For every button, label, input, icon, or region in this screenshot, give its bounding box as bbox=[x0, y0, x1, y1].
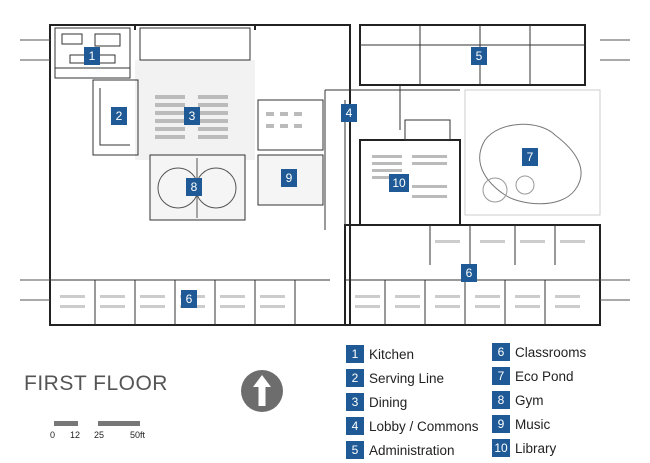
dining-tables bbox=[155, 95, 228, 139]
legend-num: 10 bbox=[492, 439, 510, 457]
west-classrooms bbox=[50, 279, 330, 325]
legend-label: Administration bbox=[369, 442, 455, 458]
administration-rooms bbox=[360, 25, 585, 141]
legend-label: Eco Pond bbox=[515, 368, 574, 384]
legend-label: Lobby / Commons bbox=[369, 418, 479, 434]
legend-num: 9 bbox=[492, 415, 510, 433]
legend-label: Kitchen bbox=[369, 346, 415, 362]
legend-item-kitchen: 1 Kitchen bbox=[346, 344, 414, 364]
floor-plan-drawing bbox=[20, 24, 630, 326]
marker-administration: 5 bbox=[471, 47, 487, 65]
west-wing-outline bbox=[49, 24, 351, 326]
eco-pond-area bbox=[464, 89, 601, 216]
marker-classrooms-west: 6 bbox=[181, 290, 197, 308]
legend-label: Library bbox=[515, 440, 557, 456]
legend-label: Music bbox=[515, 416, 551, 432]
legend-item-dining: 3 Dining bbox=[346, 392, 407, 412]
legend-label: Classrooms bbox=[515, 344, 587, 360]
legend-item-classrooms: 6 Classrooms bbox=[492, 342, 586, 362]
scale-label-25: 25 bbox=[94, 430, 105, 440]
legend-item-administration: 5 Administration bbox=[346, 440, 455, 460]
library-shelves bbox=[372, 155, 447, 198]
legend-item-music: 9 Music bbox=[492, 414, 550, 434]
scale-label-12: 12 bbox=[70, 430, 81, 440]
band-room bbox=[257, 99, 324, 151]
legend-num: 1 bbox=[346, 345, 364, 363]
legend-item-library: 10 Library bbox=[492, 438, 556, 458]
marker-kitchen: 1 bbox=[84, 47, 100, 65]
gym-area bbox=[149, 154, 246, 221]
legend-num: 6 bbox=[492, 343, 510, 361]
marker-eco-pond: 7 bbox=[522, 148, 538, 166]
legend-num: 8 bbox=[492, 391, 510, 409]
legend-num: 5 bbox=[346, 441, 364, 459]
stage bbox=[139, 27, 251, 61]
legend-num: 7 bbox=[492, 367, 510, 385]
marker-lobby-commons: 4 bbox=[341, 104, 357, 122]
marker-dining: 3 bbox=[184, 107, 200, 125]
legend-label: Dining bbox=[369, 394, 408, 410]
legend-item-lobby-commons: 4 Lobby / Commons bbox=[346, 416, 479, 436]
legend-label: Serving Line bbox=[369, 370, 445, 386]
north-arrow-icon bbox=[241, 370, 283, 412]
library-outline bbox=[359, 139, 461, 226]
legend-num: 4 bbox=[346, 417, 364, 435]
legend-item-serving-line: 2 Serving Line bbox=[346, 368, 444, 388]
legend-label: Gym bbox=[515, 392, 544, 408]
scale-bar bbox=[54, 421, 140, 426]
legend-num: 2 bbox=[346, 369, 364, 387]
administration-wing-outline bbox=[359, 24, 586, 86]
serving-line-area bbox=[92, 79, 139, 156]
legend-num: 3 bbox=[346, 393, 364, 411]
marker-gym: 8 bbox=[186, 178, 202, 196]
classroom-desks bbox=[60, 240, 585, 308]
floor-title: FIRST FLOOR bbox=[24, 372, 168, 395]
marker-serving-line: 2 bbox=[111, 107, 127, 125]
legend-item-eco-pond: 7 Eco Pond bbox=[492, 366, 574, 386]
east-classroom-wing-outline bbox=[344, 224, 601, 326]
legend-item-gym: 8 Gym bbox=[492, 390, 544, 410]
scale-label-0: 0 bbox=[50, 430, 56, 440]
marker-library: 10 bbox=[389, 174, 409, 192]
marker-classrooms-east: 6 bbox=[461, 264, 477, 282]
marker-music: 9 bbox=[281, 169, 297, 187]
scale-label-50ft: 50ft bbox=[130, 430, 146, 440]
